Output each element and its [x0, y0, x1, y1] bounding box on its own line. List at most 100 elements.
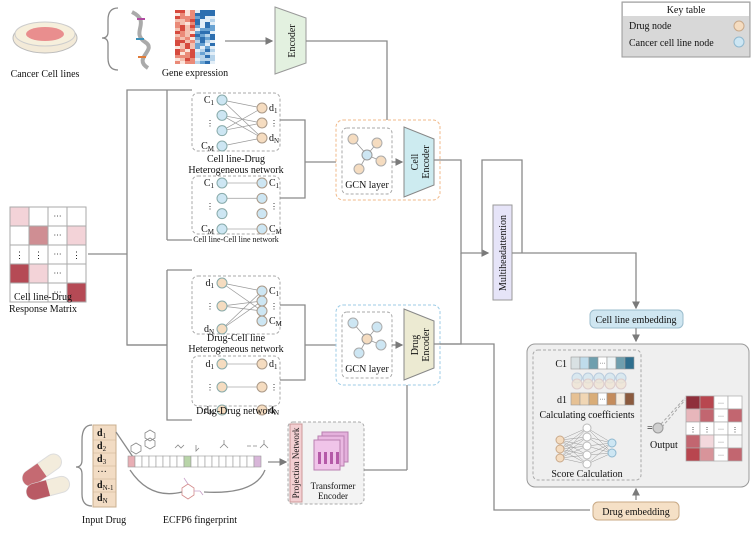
heatmap-cell [195, 58, 200, 61]
heatmap-cell [195, 19, 200, 22]
vertical-ellipsis: ⋮ [270, 202, 278, 211]
drug-list-item: dN [97, 493, 108, 505]
heatmap-cell [190, 13, 195, 16]
neighbor-node [353, 347, 365, 359]
c1-vector-label: C1 [555, 359, 567, 370]
heatmap-cell [205, 10, 210, 13]
matrix-cell [9, 206, 30, 227]
vector-cell [570, 356, 581, 370]
heatmap-cell [185, 52, 190, 55]
hidden-neuron [582, 423, 592, 433]
drug-gcn-block [335, 304, 441, 386]
ecfp-fingerprint-bits [127, 455, 262, 468]
node [256, 223, 268, 235]
hidden-neuron [582, 441, 592, 451]
heatmap-cell [180, 34, 185, 37]
vertical-ellipsis: ⋮ [270, 302, 278, 311]
c1-embedding-vector: ··· [570, 356, 635, 370]
heatmap-cell [210, 52, 215, 55]
heatmap-cell [185, 31, 190, 34]
mlp-edge [586, 427, 613, 454]
mlp-edge [586, 427, 613, 444]
output-cell [699, 395, 715, 410]
response-matrix: ······⋮⋮···⋮······ [9, 206, 87, 303]
ellipsis-text: ··· [54, 288, 62, 297]
coefficient-circle [593, 378, 605, 390]
heatmap-cell [195, 16, 200, 19]
cell-drug-network-title-1: Cell line-Drug [207, 154, 265, 165]
heatmap-cell [175, 58, 180, 61]
node [216, 381, 228, 393]
ellipsis-text: ··· [54, 212, 62, 221]
heatmap-cell [185, 46, 190, 49]
cell-encoder-label-2: Encoder [421, 145, 432, 179]
ellipsis: ··· [718, 414, 724, 420]
heatmap-cell [180, 28, 185, 31]
heatmap-cell [185, 43, 190, 46]
heatmap-cell [180, 37, 185, 40]
heatmap-cell [210, 28, 215, 31]
projection-network-block [289, 423, 303, 503]
node [256, 102, 268, 114]
output-cell [685, 447, 701, 462]
output-cell [685, 395, 701, 410]
heatmap-cell [195, 61, 200, 64]
heatmap-cell [185, 13, 190, 16]
d1-embedding-vector: ··· [570, 392, 635, 406]
heatmap-cell [185, 49, 190, 52]
heatmap-cell [175, 43, 180, 46]
heatmap-cell [190, 52, 195, 55]
node-label: C1 [269, 286, 280, 298]
heatmap-cell [185, 55, 190, 58]
coefficient-circle [582, 378, 594, 390]
node [256, 117, 268, 129]
vertical-ellipsis: ⋮ [206, 302, 214, 311]
neighbor-node [375, 155, 387, 167]
heatmap-cell [205, 40, 210, 43]
node-label: d1 [206, 359, 215, 371]
ellipsis: ··· [718, 440, 724, 446]
drug-cell-network-title-2: Heterogeneous network [188, 344, 283, 355]
key-table-title: Key table [667, 5, 706, 16]
neighbor-node [371, 321, 383, 333]
node-label: d1 [269, 103, 278, 115]
heatmap-cell [175, 31, 180, 34]
mlp-edge [559, 457, 588, 465]
fingerprint-bit [134, 455, 143, 468]
heatmap-cell [195, 37, 200, 40]
fingerprint-bit [197, 455, 206, 468]
edge [221, 305, 263, 312]
transformer-label-1: Transformer [311, 481, 356, 491]
vertical-ellipsis: ⋮ [206, 383, 214, 392]
heatmap-cell [175, 13, 180, 16]
coefficient-score-box [532, 349, 642, 481]
node [216, 323, 228, 335]
heatmap-cell [200, 25, 205, 28]
edge [221, 290, 263, 330]
heatmap-cell [190, 28, 195, 31]
edge [221, 282, 263, 292]
heatmap-cell [205, 28, 210, 31]
edge [221, 300, 263, 330]
cell-drug-network-box [191, 92, 281, 152]
heatmap-cell [210, 43, 215, 46]
heatmap-cell [195, 34, 200, 37]
heatmap-cell [175, 52, 180, 55]
vertical-ellipsis: ⋮ [270, 119, 278, 128]
ellipsis: ··· [718, 401, 724, 407]
gcn-drug-graph [347, 317, 387, 359]
coefficient-circle [571, 378, 583, 390]
heatmap-cell [205, 37, 210, 40]
vector-cell [588, 356, 599, 370]
drug-cell-network-box [191, 275, 281, 335]
heatmap-cell [190, 49, 195, 52]
vector-cell [579, 356, 590, 370]
output-label: Output [650, 440, 678, 451]
drug-drug-network-title: Drug-Drug network [196, 406, 276, 417]
cell-cell-network-box [191, 175, 281, 235]
output-cell [699, 408, 715, 423]
ellipsis-text: ··· [54, 250, 62, 259]
node [216, 223, 228, 235]
heatmap-cell [175, 22, 180, 25]
